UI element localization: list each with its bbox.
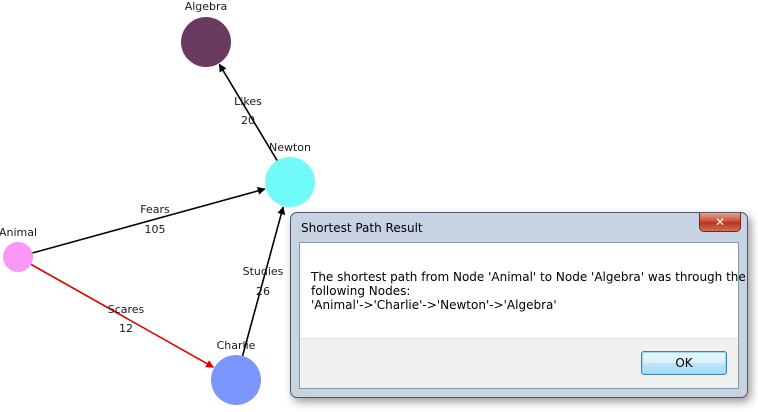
- node-algebra[interactable]: [181, 17, 231, 67]
- node-label: Charlie: [217, 339, 256, 352]
- node-label: Newton: [269, 141, 311, 154]
- message-line: The shortest path from Node 'Animal' to …: [311, 270, 746, 284]
- node-newton[interactable]: [265, 157, 315, 207]
- edge-charlie-newton: [241, 206, 286, 357]
- close-icon: ✕: [714, 215, 726, 229]
- dialog-titlebar[interactable]: Shortest Path Result ✕: [291, 213, 747, 242]
- shortest-path-dialog: Shortest Path Result ✕ The shortest path…: [290, 212, 748, 398]
- edge-weight: 12: [119, 322, 133, 335]
- node-charlie[interactable]: [211, 355, 261, 405]
- close-button[interactable]: ✕: [699, 213, 741, 232]
- dialog-title: Shortest Path Result: [301, 221, 423, 235]
- ok-button[interactable]: OK: [641, 351, 727, 375]
- edge-weight: 20: [241, 114, 255, 127]
- edge-label: Fears: [140, 203, 170, 216]
- dialog-footer: OK: [300, 338, 738, 388]
- edge-weight: 105: [145, 223, 166, 236]
- node-label: Algebra: [185, 0, 228, 13]
- edge-label: Likes: [234, 95, 262, 108]
- edge-newton-algebra: [218, 63, 278, 161]
- edge-weight: 26: [256, 285, 270, 298]
- node-animal[interactable]: [3, 242, 33, 272]
- message-line: following Nodes:: [311, 284, 411, 298]
- edge-label: Studies: [243, 265, 284, 278]
- dialog-message: The shortest path from Node 'Animal' to …: [311, 270, 746, 312]
- dialog-client-area: The shortest path from Node 'Animal' to …: [299, 242, 746, 389]
- edge-animal-charlie: [30, 263, 215, 368]
- node-label: Animal: [0, 226, 37, 239]
- message-line: 'Animal'->'Charlie'->'Newton'->'Algebra': [311, 298, 557, 312]
- edge-label: Scares: [108, 303, 145, 316]
- edge-animal-newton: [32, 186, 266, 254]
